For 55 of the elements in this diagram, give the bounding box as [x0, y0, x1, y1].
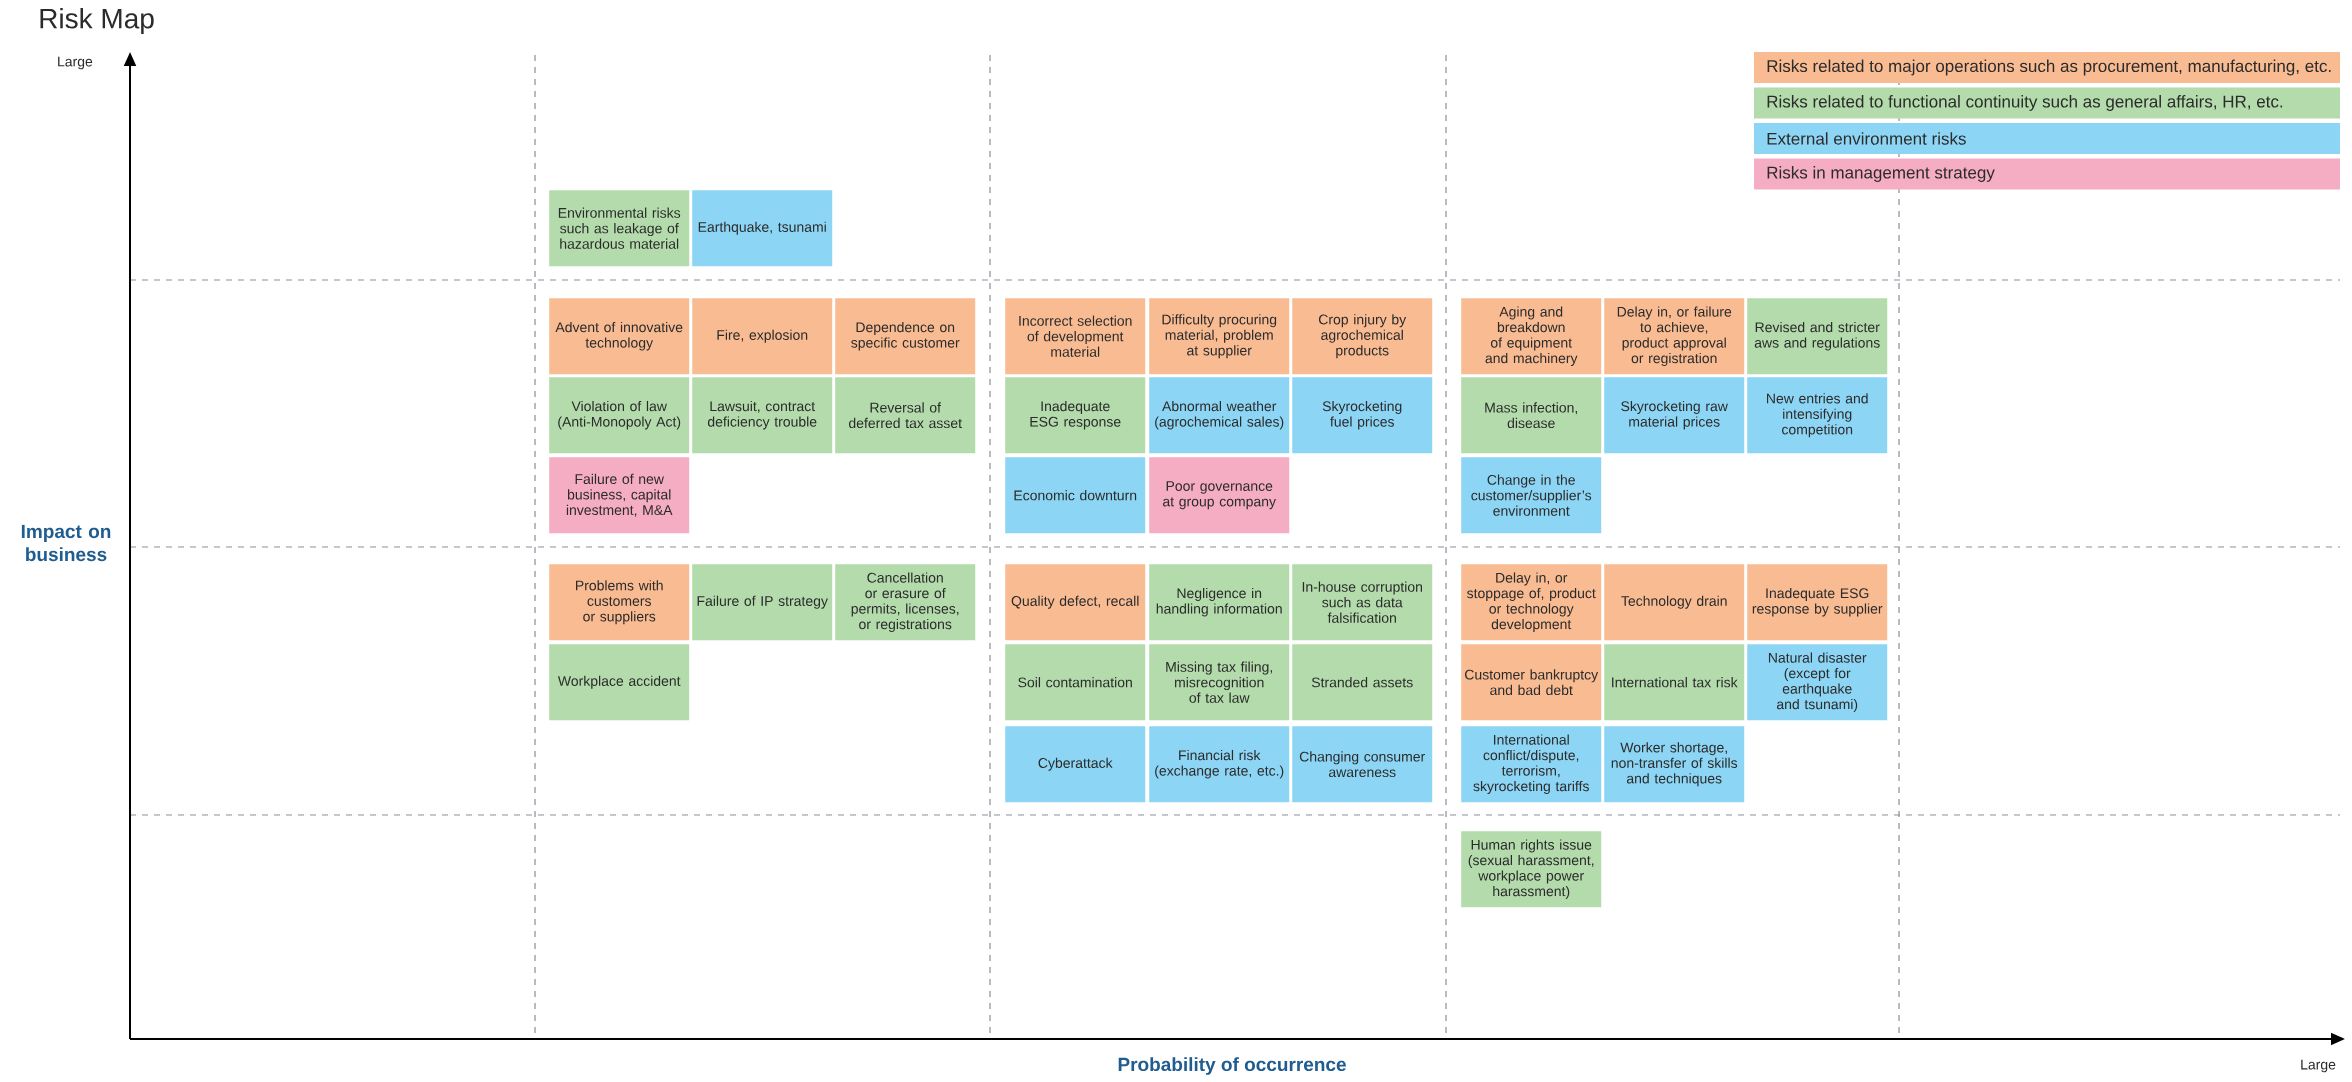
title: Risk Map — [40, 7, 154, 35]
risk-box: Financial risk (exchange rate, etc.) — [1149, 726, 1290, 803]
legend-text: Risks in management strategy — [1767, 166, 1995, 182]
risk-box: Human rights issue (sexual harassment, workplace power harassment) — [1461, 831, 1602, 908]
risk-box: Skyrocketing raw material prices — [1604, 377, 1745, 454]
risk-box: Incorrect selection of development material — [1005, 298, 1146, 375]
risk-box: Failure of IP strategy — [692, 564, 833, 641]
risk-box: International conflict/dispute, terrorism, skyrocketing tariffs — [1461, 726, 1602, 803]
risk-box: Natural disaster (except for earthquake and tsunami) — [1747, 644, 1888, 721]
risk-box: Quality defect, recall — [1005, 564, 1146, 641]
axis-label: Probability of occurrence — [1118, 1057, 1346, 1075]
risk-box: Earthquake, tsunami — [692, 190, 833, 267]
risk-box: Stranded assets — [1292, 644, 1433, 721]
risk-box: Delay in, or failure to achieve, product approval or registration — [1604, 298, 1745, 375]
risk-box: Inadequate ESG response by supplier — [1747, 564, 1888, 641]
risk-box: Worker shortage, non-transfer of skills and techniques — [1604, 726, 1745, 803]
risk-box: Workplace accident — [549, 644, 690, 721]
risk-box: Fire, explosion — [692, 298, 833, 375]
risk-box: Change in the customer/supplier’s environment — [1461, 457, 1602, 534]
risk-box: Customer bankruptcy and bad debt — [1461, 644, 1602, 721]
risk-box: Lawsuit, contract deficiency trouble — [692, 377, 833, 454]
legend-text: Risks related to major operations such as procurement, manufacturing, etc. — [1767, 59, 2331, 76]
risk-box: Cyberattack — [1005, 726, 1146, 803]
risk-box: Negligence in handling information — [1149, 564, 1290, 641]
legend-text: External environment risks — [1767, 132, 1966, 145]
legend-text: Risks related to functional continuity such as general affairs, HR, etc. — [1767, 95, 2283, 111]
risk-box: Inadequate ESG response — [1005, 377, 1146, 454]
axis-end-label: Large — [58, 56, 93, 70]
risk-box: New entries and intensifying competition — [1747, 377, 1888, 454]
risk-box: Poor governance at group company — [1149, 457, 1290, 534]
risk-box: Mass infection, disease — [1461, 377, 1602, 454]
risk-box: Problems with customers or suppliers — [549, 564, 690, 641]
risk-box: Economic downturn — [1005, 457, 1146, 534]
risk-box: Soil contamination — [1005, 644, 1146, 721]
risk-box: Changing consumer awareness — [1292, 726, 1433, 803]
risk-box: Advent of innovative technology — [549, 298, 690, 375]
risk-box: Missing tax filing, misrecognition of tax law — [1149, 644, 1290, 721]
risk-box: Reversal of deferred tax asset — [835, 377, 976, 454]
risk-box: Environmental risks such as leakage of hazardous material — [549, 190, 690, 267]
risk-box: Technology drain — [1604, 564, 1745, 641]
risk-box: Skyrocketing fuel prices — [1292, 377, 1433, 454]
risk-box: Failure of new business, capital investment, M&A — [549, 457, 690, 534]
risk-box: International tax risk — [1604, 644, 1745, 721]
risk-box: Dependence on specific customer — [835, 298, 976, 375]
risk-box: In-house corruption such as data falsification — [1292, 564, 1433, 641]
risk-box: Violation of law (Anti-Monopoly Act) — [549, 377, 690, 454]
risk-box: Crop injury by agrochemical products — [1292, 298, 1433, 375]
risk-box: Abnormal weather (agrochemical sales) — [1149, 377, 1290, 454]
axis-label: Impact on business — [21, 524, 111, 562]
risk-box: Revised and stricter aws and regulations — [1747, 298, 1888, 375]
risk-box: Aging and breakdown of equipment and machinery — [1461, 298, 1602, 375]
risk-box: Cancellation or erasure of permits, licenses, or registrations — [835, 564, 976, 641]
risk-box: Delay in, or stoppage of, product or technology development — [1461, 564, 1602, 641]
risk-box: Difficulty procuring material, problem at supplier — [1149, 298, 1290, 375]
axis-end-label: Large — [2301, 1059, 2336, 1073]
